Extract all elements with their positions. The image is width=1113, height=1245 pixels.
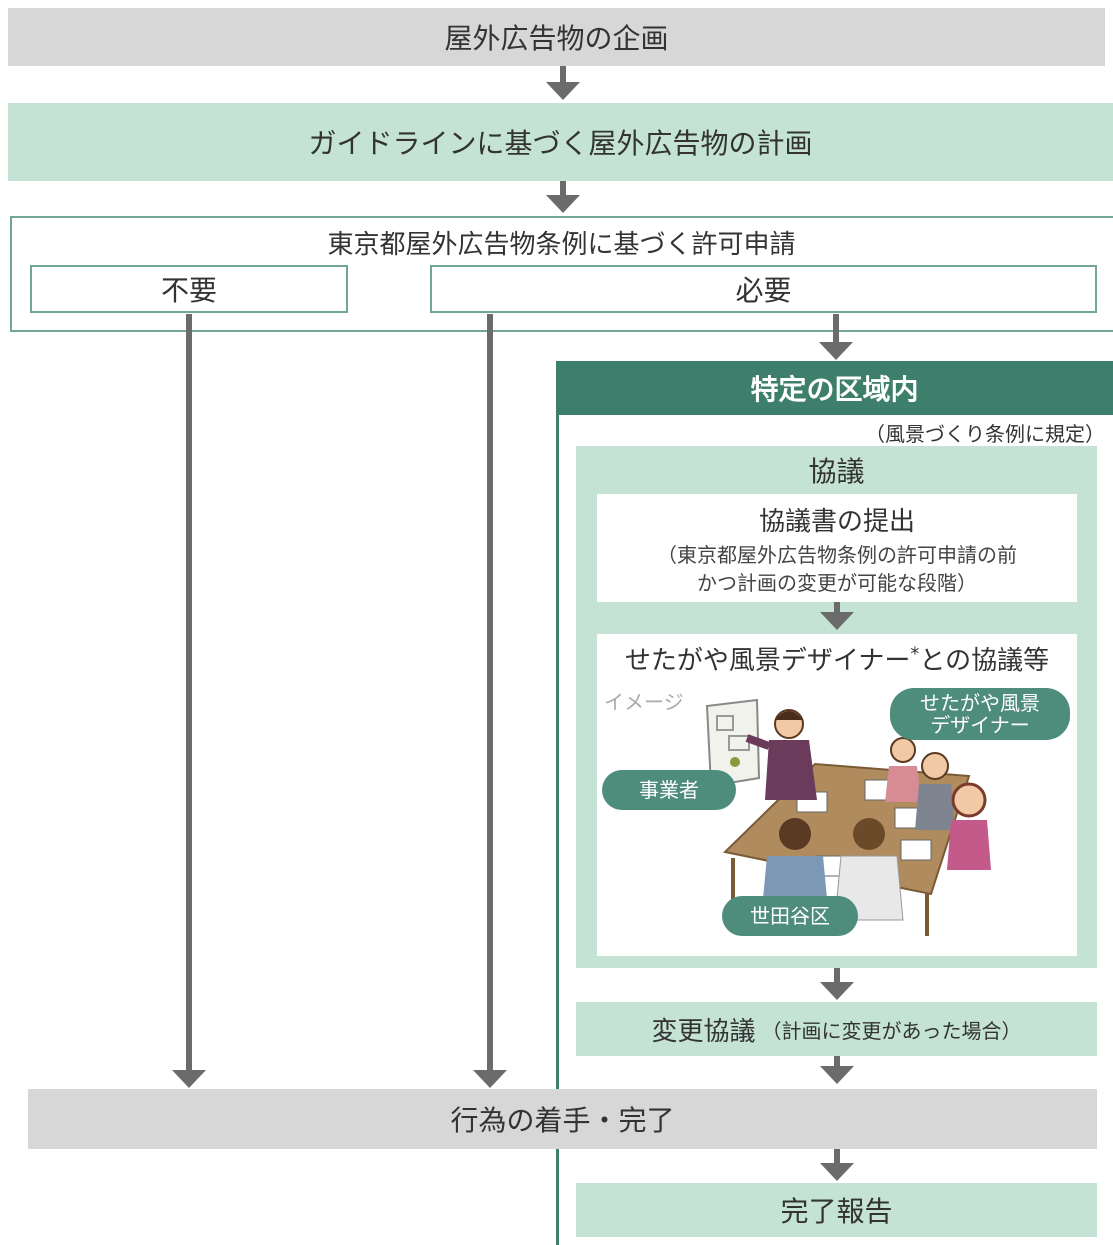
business-pill-label: 事業者 (639, 778, 699, 802)
arrow-shaft (834, 602, 840, 614)
step-planning-label: 屋外広告物の企画 (444, 22, 669, 55)
arrow-shaft-not-required (186, 314, 192, 1072)
permit-title: 東京都屋外広告物条例に基づく許可申請 (10, 222, 1113, 262)
designer-meeting-title-suffix: との協議等 (919, 646, 1050, 676)
arrow-head-icon (820, 982, 854, 1000)
document-board-icon (705, 698, 761, 788)
consultation-title-label: 協議 (808, 455, 865, 488)
change-consultation-note: （計画に変更があった場合） (761, 1018, 1022, 1043)
designer-meeting-title: せたがや風景デザイナー*との協議等 (597, 640, 1077, 680)
arrow-shaft (560, 181, 566, 195)
special-area-header: 特定の区域内 (556, 361, 1113, 415)
person-gray-icon (915, 752, 955, 830)
arrow-head-icon (819, 342, 853, 360)
designer-pill-line2: デザイナー (930, 713, 1030, 737)
ward-pill-label: 世田谷区 (750, 904, 830, 928)
submission-note-line1: （東京都屋外広告物条例の許可申請の前 (597, 540, 1077, 567)
special-area-border (556, 415, 559, 1245)
arrow-head-icon (546, 195, 580, 213)
permit-not-required-label: 不要 (160, 274, 217, 307)
arrow-shaft (834, 1149, 840, 1163)
arrow-shaft (834, 968, 840, 982)
step-guideline-plan-label: ガイドラインに基づく屋外広告物の計画 (308, 127, 813, 160)
special-area-note: （風景づくり条例に規定） (865, 422, 1105, 446)
completion-report-label: 完了報告 (780, 1195, 893, 1228)
permit-required-box: 必要 (430, 265, 1097, 313)
designer-meeting-title-main: せたがや風景デザイナー (624, 646, 911, 676)
arrow-shaft (833, 314, 839, 344)
completion-box: 行為の着手・完了 (28, 1089, 1097, 1149)
special-area-title: 特定の区域内 (750, 373, 919, 406)
arrow-shaft-required (487, 314, 493, 1072)
permit-not-required-box: 不要 (30, 265, 348, 313)
business-person-icon (745, 709, 817, 800)
step-planning: 屋外広告物の企画 (8, 8, 1105, 66)
arrow-head-icon (172, 1070, 206, 1088)
designer-person-icon (885, 737, 921, 802)
completion-label: 行為の着手・完了 (450, 1104, 675, 1137)
change-consultation-box: 変更協議 （計画に変更があった場合） (576, 1002, 1097, 1056)
arrow-shaft (834, 1056, 840, 1068)
asterisk-note-marker: * (910, 643, 920, 665)
meeting-illustration (705, 698, 991, 936)
designer-pill: せたがや風景 デザイナー (890, 688, 1070, 740)
designer-pill-line1: せたがや風景 (920, 691, 1040, 715)
arrow-head-icon (820, 1163, 854, 1181)
consultation-title: 協議 (576, 448, 1097, 492)
permit-title-label: 東京都屋外広告物条例に基づく許可申請 (327, 229, 796, 260)
woman-person-icon (947, 782, 991, 870)
arrow-head-icon (820, 612, 854, 630)
completion-report-box: 完了報告 (576, 1183, 1097, 1237)
business-pill: 事業者 (602, 770, 736, 810)
arrow-head-icon (546, 82, 580, 100)
change-consultation-title: 変更協議 (651, 1016, 756, 1047)
submission-title: 協議書の提出 (597, 500, 1077, 538)
ward-pill: 世田谷区 (722, 896, 858, 936)
submission-title-label: 協議書の提出 (758, 506, 915, 537)
step-guideline-plan: ガイドラインに基づく屋外広告物の計画 (8, 103, 1113, 181)
submission-box (597, 494, 1077, 602)
arrow-shaft (560, 66, 566, 82)
submission-note-line1-text: （東京都屋外広告物条例の許可申請の前 (657, 542, 1017, 567)
submission-note-line2: かつ計画の変更が可能な段階） (597, 568, 1077, 595)
arrow-head-icon (473, 1070, 507, 1088)
arrow-head-icon (820, 1066, 854, 1084)
submission-note-line2-text: かつ計画の変更が可能な段階） (697, 570, 977, 595)
image-caption: イメージ (604, 690, 684, 714)
permit-required-label: 必要 (735, 274, 792, 307)
